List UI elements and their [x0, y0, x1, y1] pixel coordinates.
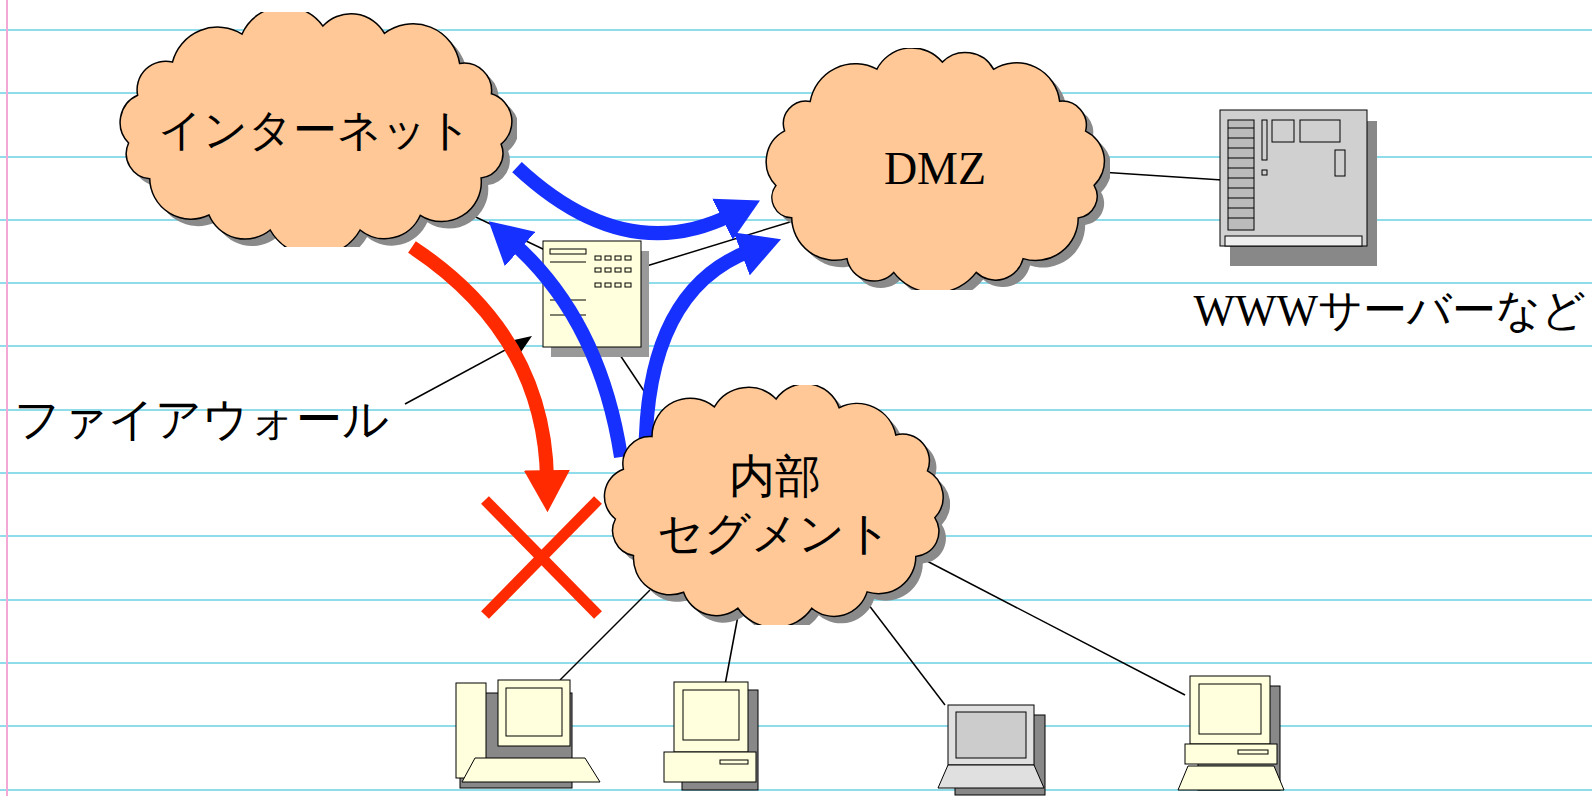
- callout-label: WWWサーバーなど: [1193, 285, 1586, 338]
- cloud-outline: [120, 12, 512, 247]
- callout-label: ファイアウォール: [14, 392, 389, 447]
- cloud-outline: [766, 48, 1104, 290]
- cloud-outline: [604, 385, 943, 625]
- network-cloud: インターネット: [113, 12, 517, 247]
- network-cloud: 内部 セグメント: [600, 385, 950, 625]
- margin-line: [6, 0, 8, 796]
- flow-arrow: [513, 242, 621, 457]
- flow-arrow: [412, 247, 547, 480]
- cloud-label: インターネット: [158, 102, 472, 157]
- network-cloud: DMZ: [760, 48, 1110, 290]
- flow-arrow: [517, 167, 731, 233]
- cloud-shape: [600, 385, 950, 625]
- cloud-label: 内部 セグメント: [653, 448, 897, 563]
- cloud-label: DMZ: [884, 140, 986, 198]
